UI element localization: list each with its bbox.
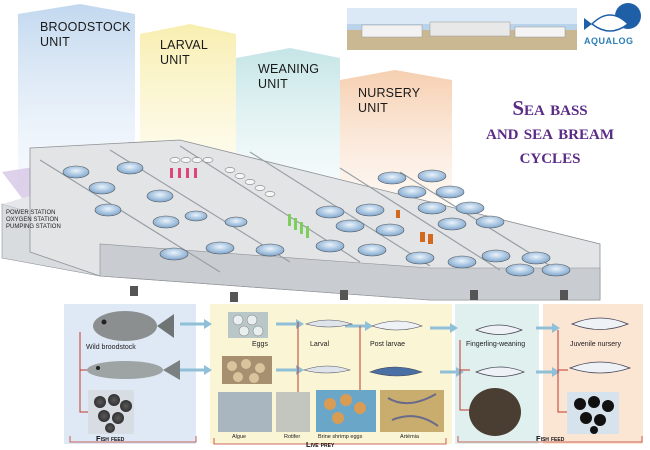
weaning-unit-label: WEANING UNIT <box>258 62 319 92</box>
flow-arrows <box>180 322 552 374</box>
juvenile-fish-icon <box>568 317 632 374</box>
fingerling-weaning-label: Fingerling-weaning <box>466 341 526 348</box>
larval-unit-line-1: LARVAL <box>160 38 208 52</box>
broodstock-unit-label: BROODSTOCK UNIT <box>40 20 131 50</box>
larval-unit-line-2: UNIT <box>160 53 190 67</box>
larval-label: Larval <box>310 341 330 348</box>
power-station-label: POWER STATION <box>6 210 56 216</box>
nursery-unit-line-2: UNIT <box>358 101 388 115</box>
fish-feed-pellets-left <box>88 390 134 434</box>
brine-shrimp-eggs-label: Brine shrimp eggs <box>318 434 363 440</box>
title-line-2: and sea bream <box>485 120 614 144</box>
oxygen-station-label: OXYGEN STATION <box>6 217 59 223</box>
pumping-station-label: PUMPING STATION <box>6 224 61 230</box>
feed-brackets <box>69 436 643 445</box>
tanks <box>62 161 571 277</box>
fish-eggs-photo <box>222 356 272 384</box>
algae-label: Algue <box>232 434 247 440</box>
broodstock-unit-line-2: UNIT <box>40 35 70 49</box>
fish-feed-right-label: Fish feed <box>536 434 565 443</box>
larval-tanks <box>169 157 276 197</box>
facility-photo <box>347 8 577 50</box>
weaning-unit-line-1: WEANING <box>258 62 320 76</box>
sea-bream-icon <box>93 311 174 341</box>
sea-bass-icon <box>87 360 180 380</box>
juvenile-nursery-label: Juvenile nursery <box>570 341 621 348</box>
brand-name: AQUALOG <box>584 36 634 46</box>
title-line-3: cycles <box>519 144 581 168</box>
larval-fish-icon <box>302 319 354 374</box>
nursery-unit-line-1: NURSERY <box>358 86 421 100</box>
eggs-label: Eggs <box>252 341 268 348</box>
eggs-photo <box>228 312 268 338</box>
fish-feed-left-label: Fish feed <box>96 434 125 443</box>
algae-photo <box>218 392 272 432</box>
broodstock-unit-line-1: BROODSTOCK <box>40 20 131 34</box>
post-larvae-fish-icon <box>369 320 423 377</box>
artemia-label: Artémia <box>400 434 419 440</box>
fish-logo-icon <box>584 3 641 32</box>
nursery-unit-label: NURSERY UNIT <box>358 86 420 116</box>
fingerling-fish-icon <box>475 324 525 377</box>
rotifer-photo <box>276 392 310 432</box>
title-line-1: Sea bass <box>512 96 588 120</box>
weaning-unit-line-2: UNIT <box>258 77 288 91</box>
wild-broodstock-label: Wild broodstock <box>86 344 136 351</box>
fish-feed-pellets-right <box>567 392 619 434</box>
broodstock-banner <box>18 4 135 190</box>
rotifer-label: Rotifer <box>284 434 301 440</box>
live-prey-label: Live prey <box>306 440 335 449</box>
equipment <box>170 168 433 244</box>
post-larvae-label: Post larvae <box>370 341 406 348</box>
fine-feed-photo <box>469 388 521 436</box>
larval-unit-label: LARVAL UNIT <box>160 38 208 68</box>
artemia-photo <box>380 390 444 432</box>
